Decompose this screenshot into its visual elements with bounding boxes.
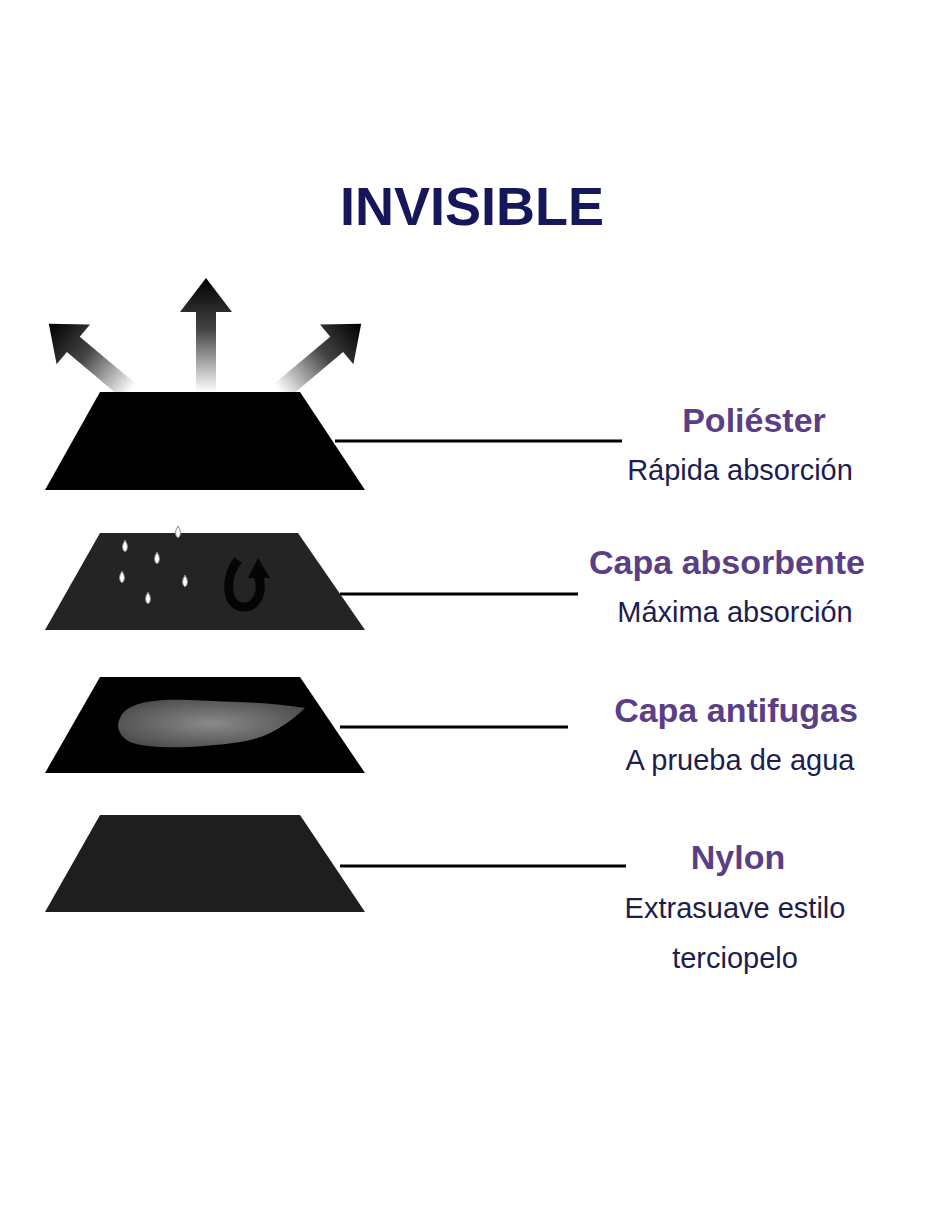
layer-property: Máxima absorción: [617, 587, 852, 637]
leakproof-layer: [45, 677, 365, 773]
leader-line: [340, 726, 568, 729]
layer-name: Poliéster: [682, 401, 826, 440]
polyester-layer: [45, 392, 365, 490]
layer-name: Capa antifugas: [614, 691, 858, 730]
layer-property: A prueba de agua: [626, 735, 855, 785]
layer-name: Nylon: [691, 838, 785, 877]
leader-line: [340, 865, 626, 868]
swirl-arrow: [229, 558, 270, 607]
leader-line: [340, 593, 578, 596]
layer-name: Capa absorbente: [589, 543, 865, 582]
vent-arrows: [32, 278, 378, 412]
droplets: [120, 526, 188, 604]
diagram-title: INVISIBLE: [340, 175, 604, 237]
nylon-layer: [45, 815, 365, 912]
leader-line: [335, 440, 622, 443]
layer-property: Extrasuave estilo terciopelo: [590, 883, 880, 983]
absorbent-layer: [45, 533, 365, 630]
liquid-stain: [118, 700, 305, 748]
layer-property: Rápida absorción: [627, 445, 853, 495]
